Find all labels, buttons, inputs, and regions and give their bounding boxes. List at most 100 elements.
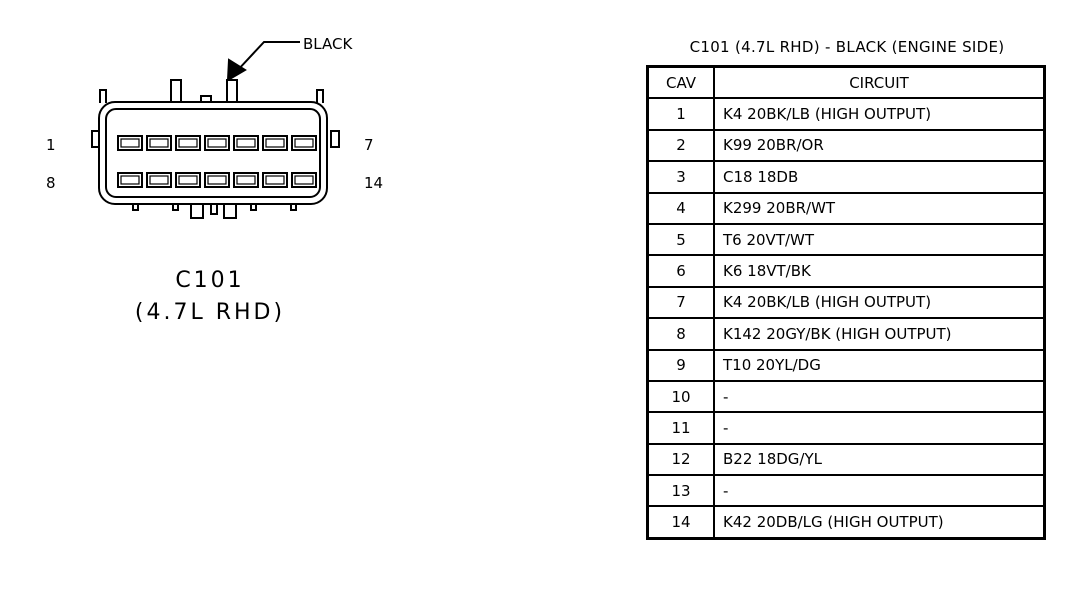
cell-cav: 12 bbox=[646, 442, 715, 477]
cell-circuit: C18 18DB bbox=[713, 160, 1046, 194]
cell-cav: 11 bbox=[646, 411, 715, 445]
cavity-5 bbox=[233, 135, 259, 151]
bottom-tab bbox=[250, 203, 257, 211]
connector-inner-outline bbox=[105, 108, 321, 198]
cell-circuit: K4 20BK/LB (HIGH OUTPUT) bbox=[713, 97, 1046, 131]
cell-circuit: K4 20BK/LB (HIGH OUTPUT) bbox=[713, 285, 1046, 320]
cell-cav: 1 bbox=[646, 97, 715, 131]
cell-cav: 7 bbox=[646, 285, 715, 320]
cavity-terminal bbox=[207, 175, 227, 185]
cavity-terminal bbox=[178, 175, 198, 185]
pin-label-7: 7 bbox=[364, 136, 374, 154]
connector-drawing bbox=[91, 41, 340, 219]
cell-circuit: - bbox=[713, 474, 1046, 508]
cell-circuit: - bbox=[713, 411, 1046, 445]
table-row: 13- bbox=[646, 474, 1046, 508]
table-title: C101 (4.7L RHD) - BLACK (ENGINE SIDE) bbox=[689, 38, 1005, 56]
cavity-14 bbox=[291, 172, 317, 188]
table-row: 10- bbox=[646, 379, 1046, 414]
cavity-terminal bbox=[236, 175, 256, 185]
bottom-tab bbox=[132, 203, 139, 211]
cavity-9 bbox=[146, 172, 172, 188]
cavity-terminal bbox=[207, 138, 227, 148]
cell-circuit: K142 20GY/BK (HIGH OUTPUT) bbox=[713, 317, 1046, 351]
cavity-12 bbox=[233, 172, 259, 188]
cavity-7 bbox=[291, 135, 317, 151]
cavity-terminal bbox=[294, 175, 314, 185]
pin-label-8: 8 bbox=[46, 174, 56, 192]
pin-label-1: 1 bbox=[46, 136, 56, 154]
connector-name: C101 bbox=[175, 268, 245, 293]
cavity-13 bbox=[262, 172, 288, 188]
cell-cav: 13 bbox=[646, 474, 715, 508]
cavity-grid bbox=[117, 135, 317, 188]
color-callout-label: BLACK bbox=[303, 35, 353, 53]
cell-circuit: B22 18DG/YL bbox=[713, 442, 1046, 477]
cavity-11 bbox=[204, 172, 230, 188]
bottom-tab bbox=[172, 203, 179, 211]
cell-circuit: - bbox=[713, 379, 1046, 414]
cavity-2 bbox=[146, 135, 172, 151]
top-tab bbox=[226, 79, 238, 103]
table-header-row: CAV CIRCUIT bbox=[646, 65, 1046, 100]
cavity-4 bbox=[204, 135, 230, 151]
cavity-1 bbox=[117, 135, 143, 151]
callout-leader-line bbox=[235, 41, 300, 73]
cell-circuit: K42 20DB/LG (HIGH OUTPUT) bbox=[713, 505, 1046, 540]
top-tab bbox=[170, 79, 182, 103]
bottom-tab bbox=[223, 203, 237, 219]
cell-cav: 6 bbox=[646, 254, 715, 288]
cell-cav: 4 bbox=[646, 191, 715, 225]
cavity-10 bbox=[175, 172, 201, 188]
cavity-terminal bbox=[294, 138, 314, 148]
cell-cav: 2 bbox=[646, 128, 715, 163]
cell-cav: 8 bbox=[646, 317, 715, 351]
table-row: 11- bbox=[646, 411, 1046, 445]
connector-diagram: 1 7 8 14 BLACK C101 (4.7L RHD) bbox=[0, 0, 520, 594]
cell-circuit: T6 20VT/WT bbox=[713, 222, 1046, 257]
cell-cav: 9 bbox=[646, 348, 715, 382]
cavity-terminal bbox=[265, 138, 285, 148]
cell-circuit: K99 20BR/OR bbox=[713, 128, 1046, 163]
cavity-6 bbox=[262, 135, 288, 151]
bottom-tab bbox=[210, 203, 218, 215]
cavity-terminal bbox=[120, 138, 140, 148]
right-latch bbox=[316, 89, 324, 103]
connector-body bbox=[98, 101, 328, 205]
cell-circuit: K6 18VT/BK bbox=[713, 254, 1046, 288]
cavity-8 bbox=[117, 172, 143, 188]
cell-cav: 10 bbox=[646, 379, 715, 414]
cavity-terminal bbox=[178, 138, 198, 148]
cell-circuit: K299 20BR/WT bbox=[713, 191, 1046, 225]
cavity-terminal bbox=[149, 138, 169, 148]
cavity-terminal bbox=[149, 175, 169, 185]
cell-cav: 3 bbox=[646, 160, 715, 194]
cavity-3 bbox=[175, 135, 201, 151]
cell-cav: 5 bbox=[646, 222, 715, 257]
connector-variant: (4.7L RHD) bbox=[134, 300, 286, 325]
callout-arrowhead bbox=[226, 58, 247, 82]
pin-label-14: 14 bbox=[364, 174, 384, 192]
cavity-terminal bbox=[236, 138, 256, 148]
header-cav: CAV bbox=[646, 65, 715, 100]
cell-circuit: T10 20YL/DG bbox=[713, 348, 1046, 382]
cavity-terminal bbox=[265, 175, 285, 185]
cavity-terminal bbox=[120, 175, 140, 185]
bottom-tab bbox=[290, 203, 297, 211]
header-circuit: CIRCUIT bbox=[713, 65, 1046, 100]
right-ear bbox=[330, 130, 340, 148]
bottom-tab bbox=[190, 203, 204, 219]
cell-cav: 14 bbox=[646, 505, 715, 540]
